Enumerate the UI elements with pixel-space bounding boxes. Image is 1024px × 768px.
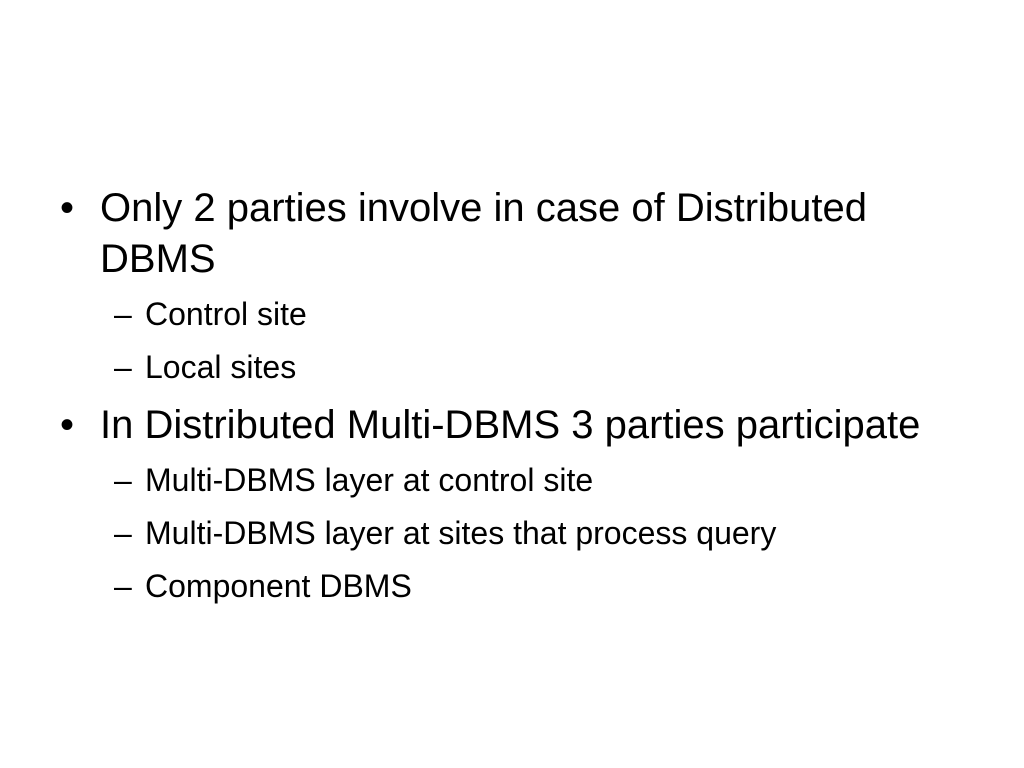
bullet-marker: • bbox=[60, 186, 75, 230]
sub-bullet-text: Multi-DBMS layer at sites that process q… bbox=[145, 515, 777, 551]
dash-marker: – bbox=[114, 349, 132, 385]
dash-marker: – bbox=[114, 462, 132, 498]
bullet-text: Only 2 parties involve in case of Distri… bbox=[100, 186, 868, 281]
sub-bullet-text: Local sites bbox=[145, 349, 297, 385]
sub-bullet-text: Multi-DBMS layer at control site bbox=[145, 462, 594, 498]
bullet-text: In Distributed Multi-DBMS 3 parties part… bbox=[100, 403, 921, 447]
bullet-item: • In Distributed Multi-DBMS 3 parties pa… bbox=[56, 400, 976, 451]
sub-bullet-item: – Multi-DBMS layer at control site bbox=[56, 454, 976, 507]
sub-bullet-item: – Control site bbox=[56, 288, 976, 341]
sub-bullet-list: – Multi-DBMS layer at control site – Mul… bbox=[56, 454, 976, 613]
dash-marker: – bbox=[114, 296, 132, 332]
dash-marker: – bbox=[114, 515, 132, 551]
bullet-marker: • bbox=[60, 403, 75, 447]
bullet-list: • Only 2 parties involve in case of Dist… bbox=[56, 183, 976, 619]
bullet-item: • Only 2 parties involve in case of Dist… bbox=[56, 183, 976, 285]
sub-bullet-text: Control site bbox=[145, 296, 307, 332]
dash-marker: – bbox=[114, 568, 132, 604]
sub-bullet-item: – Component DBMS bbox=[56, 560, 976, 613]
sub-bullet-item: – Local sites bbox=[56, 341, 976, 394]
sub-bullet-item: – Multi-DBMS layer at sites that process… bbox=[56, 507, 976, 560]
sub-bullet-list: – Control site – Local sites bbox=[56, 288, 976, 394]
sub-bullet-text: Component DBMS bbox=[145, 568, 412, 604]
